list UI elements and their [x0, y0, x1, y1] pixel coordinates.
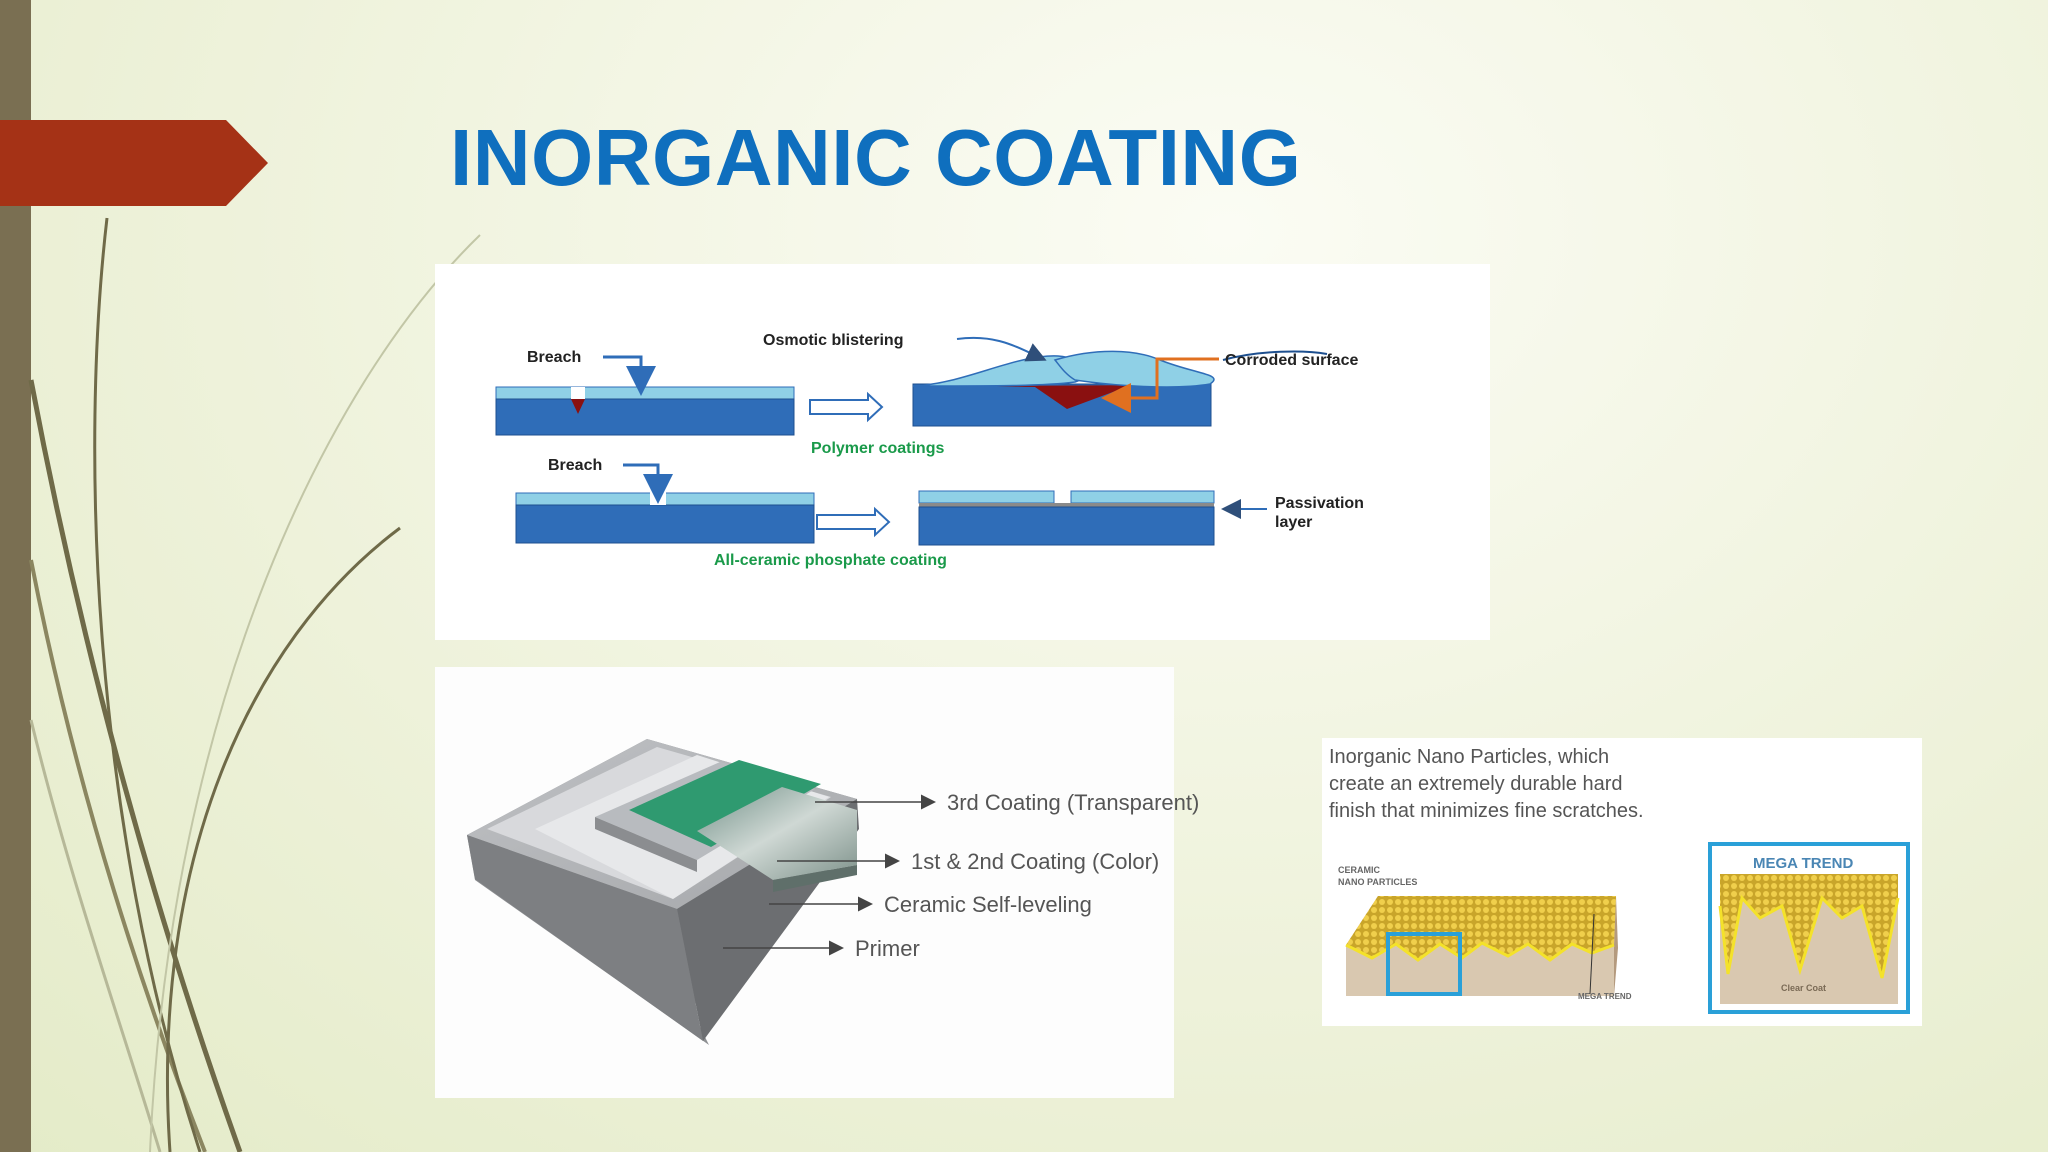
- ceramic-breach-arrow: [623, 463, 673, 504]
- nano-particles-caption: Inorganic Nano Particles, which create a…: [1329, 744, 1689, 825]
- mega-trend-inset-title: MEGA TREND: [1753, 855, 1853, 872]
- nano-caption-line: create an extremely durable hard: [1329, 773, 1623, 795]
- magnified-inset: [1708, 842, 1910, 1014]
- clear-coat-label: Clear Coat: [1781, 983, 1826, 993]
- corroded-surface-label: Corroded surface: [1225, 352, 1358, 369]
- slide-title: INORGANIC COATING: [450, 113, 1302, 202]
- osmotic-blistering-label: Osmotic blistering: [763, 332, 903, 349]
- passivation-label-line2: layer: [1275, 514, 1312, 531]
- polymer-breach-label: Breach: [527, 349, 581, 366]
- layer-label-3rd-coating: 3rd Coating (Transparent): [947, 790, 1199, 815]
- title-marker-arrow: [0, 120, 268, 206]
- layer-label-ceramic-self-leveling: Ceramic Self-leveling: [884, 892, 1092, 917]
- polymer-transition-arrow: [809, 391, 884, 423]
- layer-label-primer: Primer: [855, 936, 920, 961]
- polymer-breached-block: [495, 386, 795, 436]
- osmotic-blistering-arrow: [956, 336, 1047, 362]
- floor-layer-leaders: [723, 794, 936, 956]
- polymer-coatings-caption: Polymer coatings: [811, 440, 944, 457]
- ceramic-transition-arrow: [816, 506, 891, 538]
- layer-label-color-coating: 1st & 2nd Coating (Color): [911, 849, 1159, 874]
- nano-caption-line: Inorganic Nano Particles, which: [1329, 746, 1610, 768]
- passivation-label-line1: Passivation: [1275, 495, 1364, 512]
- ceramic-nano-label-line1: CERAMIC: [1338, 865, 1380, 875]
- ceramic-breached-block: [515, 492, 815, 544]
- corroded-surface-arrow: [1101, 357, 1219, 413]
- blister-outline: [1222, 350, 1328, 361]
- nano-coating-block: [1345, 896, 1618, 996]
- polymer-blistered-block: [912, 350, 1215, 427]
- ceramic-passivated-block: [918, 490, 1215, 546]
- nano-caption-line: finish that minimizes fine scratches.: [1329, 800, 1644, 822]
- polymer-breach-arrow: [603, 355, 656, 396]
- coating-comparison-diagram: Breach Osmotic blistering Corroded surfa…: [435, 264, 1490, 640]
- floor-coating-layers-diagram: 3rd Coating (Transparent) 1st & 2nd Coat…: [435, 667, 1199, 1098]
- mega-trend-small-label: MEGA TREND: [1578, 992, 1632, 1001]
- ceramic-breach-label: Breach: [548, 457, 602, 474]
- ceramic-nano-label-line2: NANO PARTICLES: [1338, 877, 1417, 887]
- layered-floor-block: [467, 739, 859, 1045]
- decorative-swoosh-lines: [28, 217, 481, 1152]
- ceramic-coating-caption: All-ceramic phosphate coating: [714, 552, 947, 569]
- nano-particles-illustration: Inorganic Nano Particles, which create a…: [1322, 738, 1922, 1026]
